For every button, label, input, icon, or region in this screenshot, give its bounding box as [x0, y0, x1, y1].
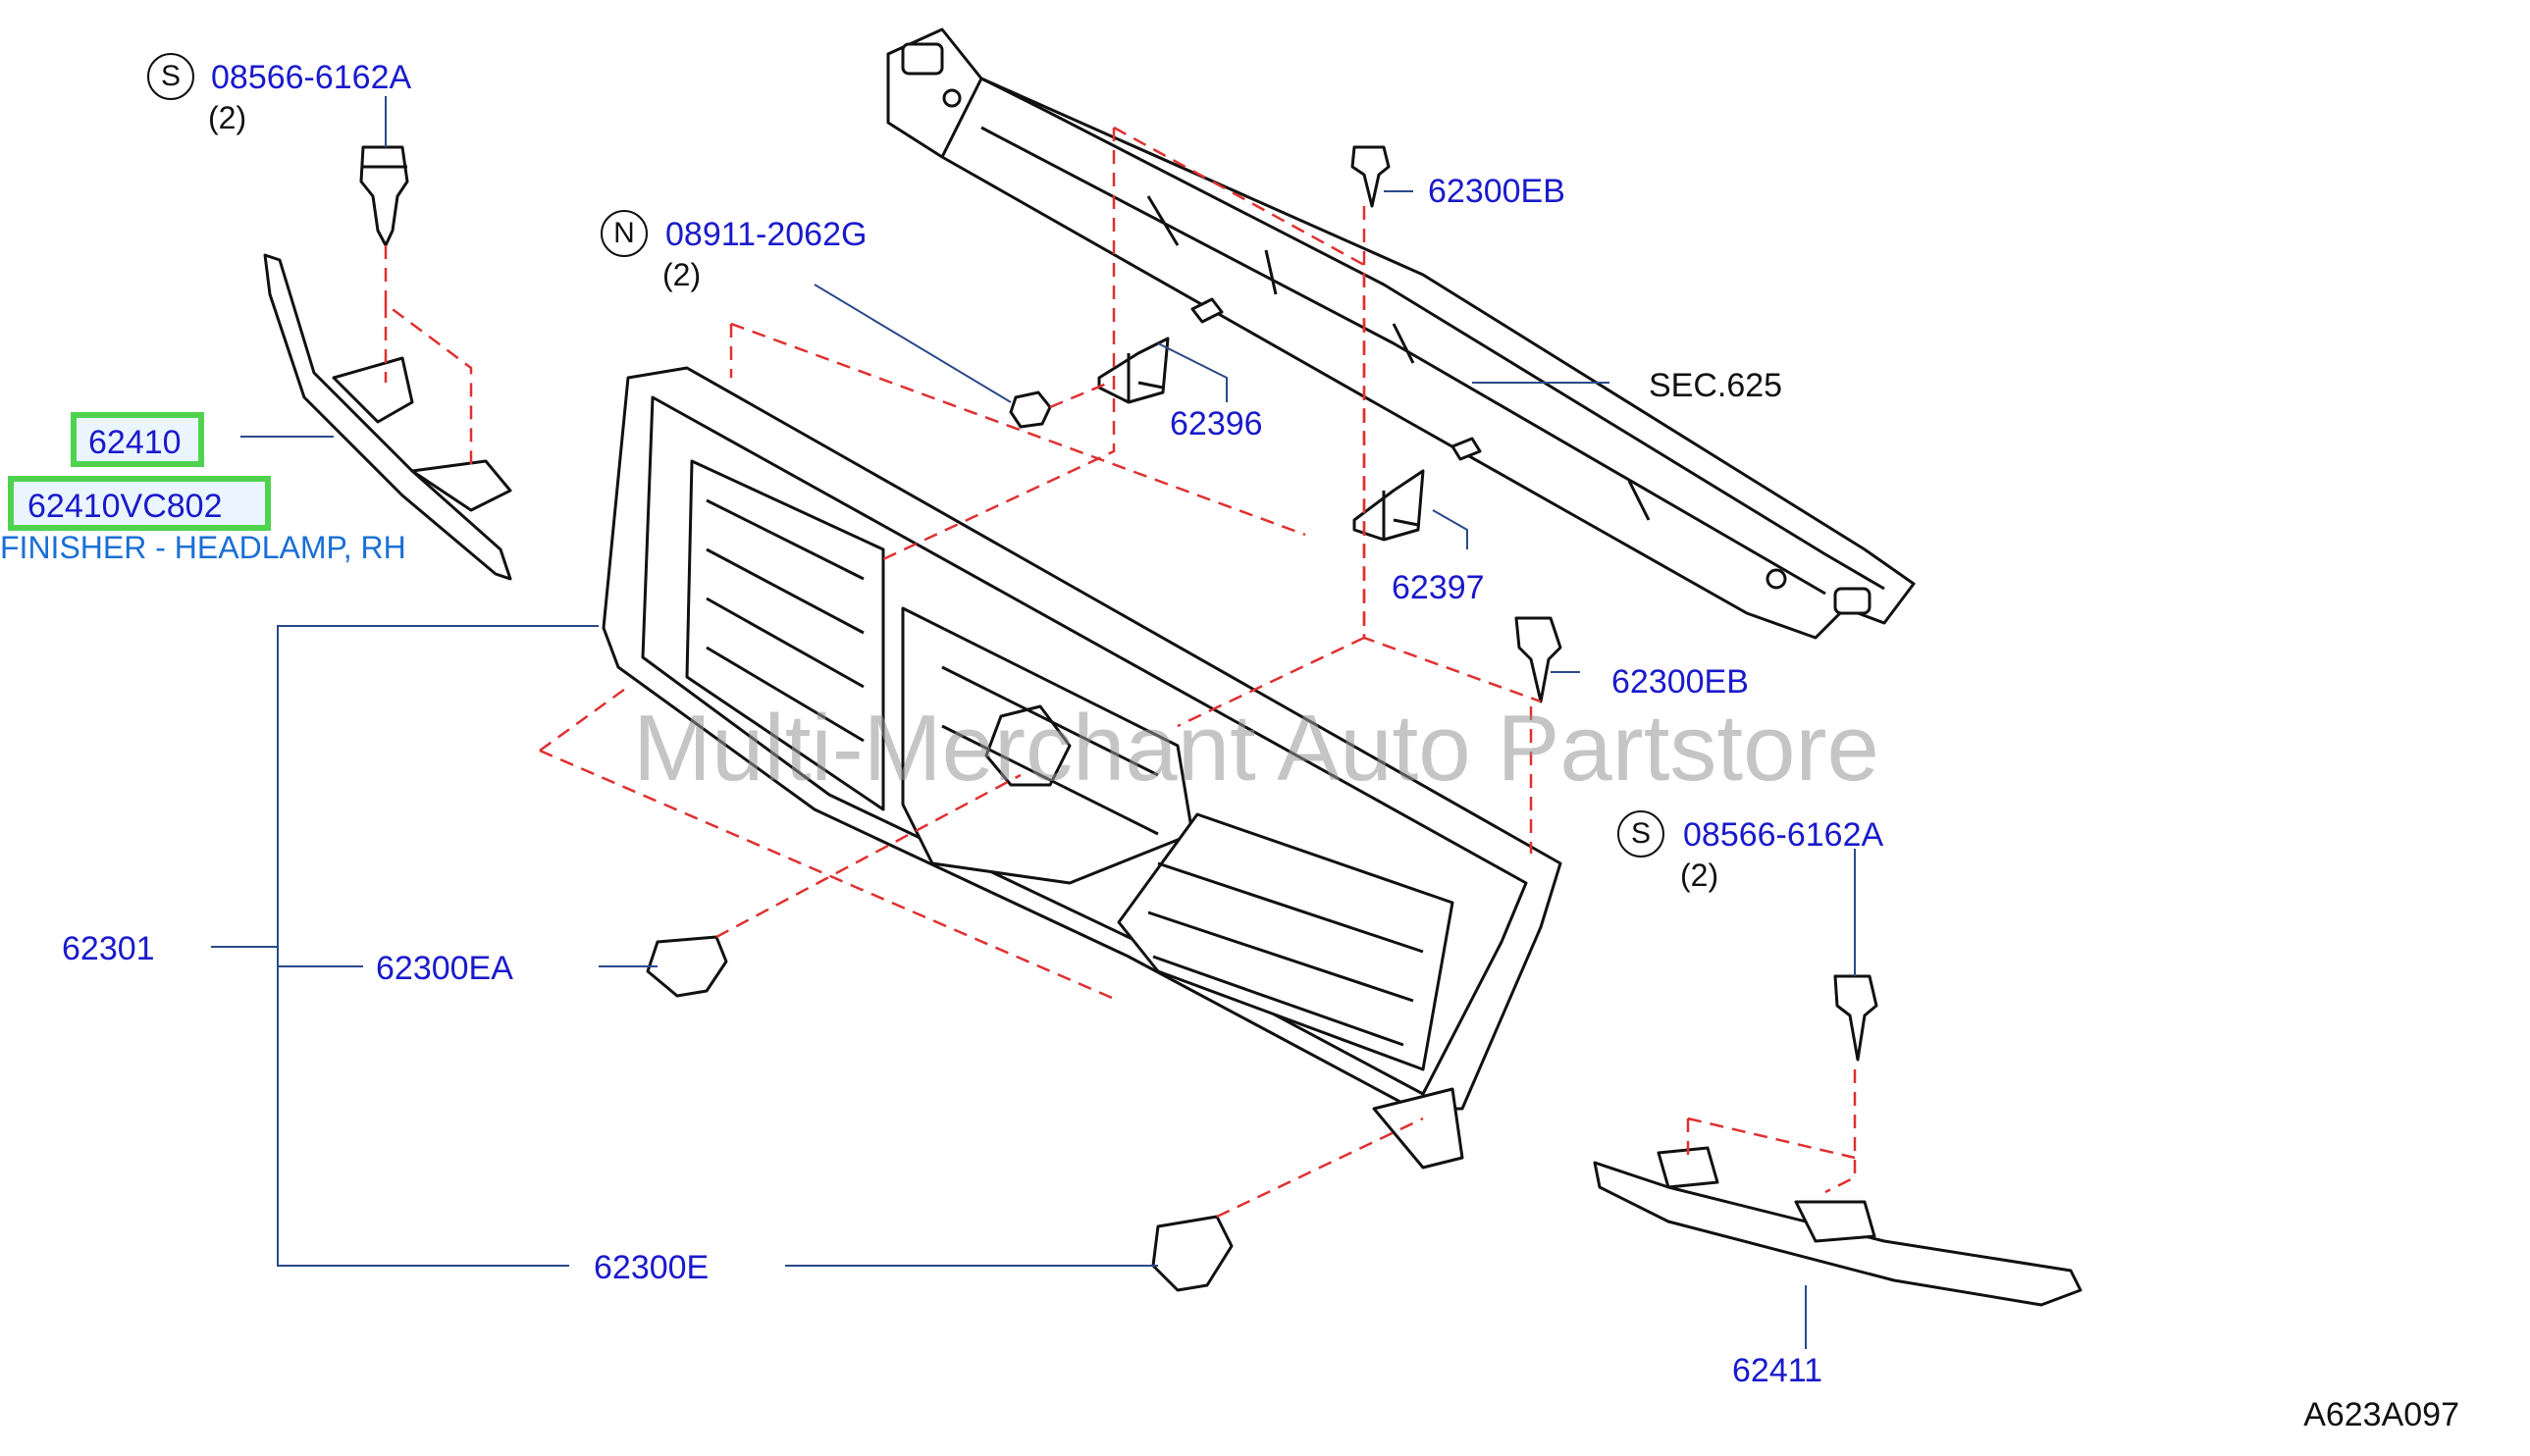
grille-part-number[interactable]: 62301 — [62, 930, 155, 967]
brackets — [1097, 297, 1482, 542]
bolt-right-part-number[interactable]: 08566-6162A — [1683, 816, 1884, 854]
section-reference[interactable]: SEC.625 — [1649, 367, 1783, 404]
nut-quantity: (2) — [662, 257, 702, 292]
bolt-right-s-marker: S — [1617, 810, 1664, 858]
bolt-top-quantity: (2) — [208, 100, 247, 135]
finisher-rh-alt-highlight[interactable]: 62410VC802 — [8, 476, 271, 531]
nut-n-marker: N — [601, 210, 648, 257]
leader-lines — [211, 96, 1856, 1349]
nut — [1009, 390, 1052, 429]
finisher-rh-alt-part-number[interactable]: 62410VC802 — [27, 488, 223, 525]
clip-top-part-number[interactable]: 62300EB — [1428, 173, 1565, 210]
bolt-right-quantity: (2) — [1680, 858, 1719, 893]
bolt-top-s-marker: S — [147, 53, 194, 100]
finisher-rh-part-number[interactable]: 62410 — [88, 424, 182, 461]
finisher-rh-highlight[interactable]: 62410 — [71, 412, 204, 467]
finisher-lh — [1593, 1146, 2082, 1307]
bracket-right-part-number[interactable]: 62397 — [1392, 569, 1485, 606]
clip-e-part-number[interactable]: 62300E — [594, 1249, 710, 1286]
bolt-top-part-number[interactable]: 08566-6162A — [211, 59, 412, 96]
diagram-code: A623A097 — [2303, 1396, 2459, 1433]
finisher-rh-description: FINISHER - HEADLAMP, RH — [0, 530, 406, 565]
core-support — [886, 27, 1916, 640]
finisher-rh — [263, 253, 512, 581]
fasteners — [359, 145, 1878, 1292]
watermark: Multi-Merchant Auto Partstore — [633, 696, 1879, 801]
dashed-lines — [384, 126, 1857, 1219]
finisher-lh-part-number[interactable]: 62411 — [1732, 1352, 1823, 1389]
clip-mid-part-number[interactable]: 62300EB — [1611, 663, 1749, 701]
grille — [602, 366, 1562, 1170]
bracket-left-part-number[interactable]: 62396 — [1170, 405, 1263, 442]
clip-ea-part-number[interactable]: 62300EA — [376, 950, 513, 987]
nut-part-number[interactable]: 08911-2062G — [665, 216, 868, 253]
